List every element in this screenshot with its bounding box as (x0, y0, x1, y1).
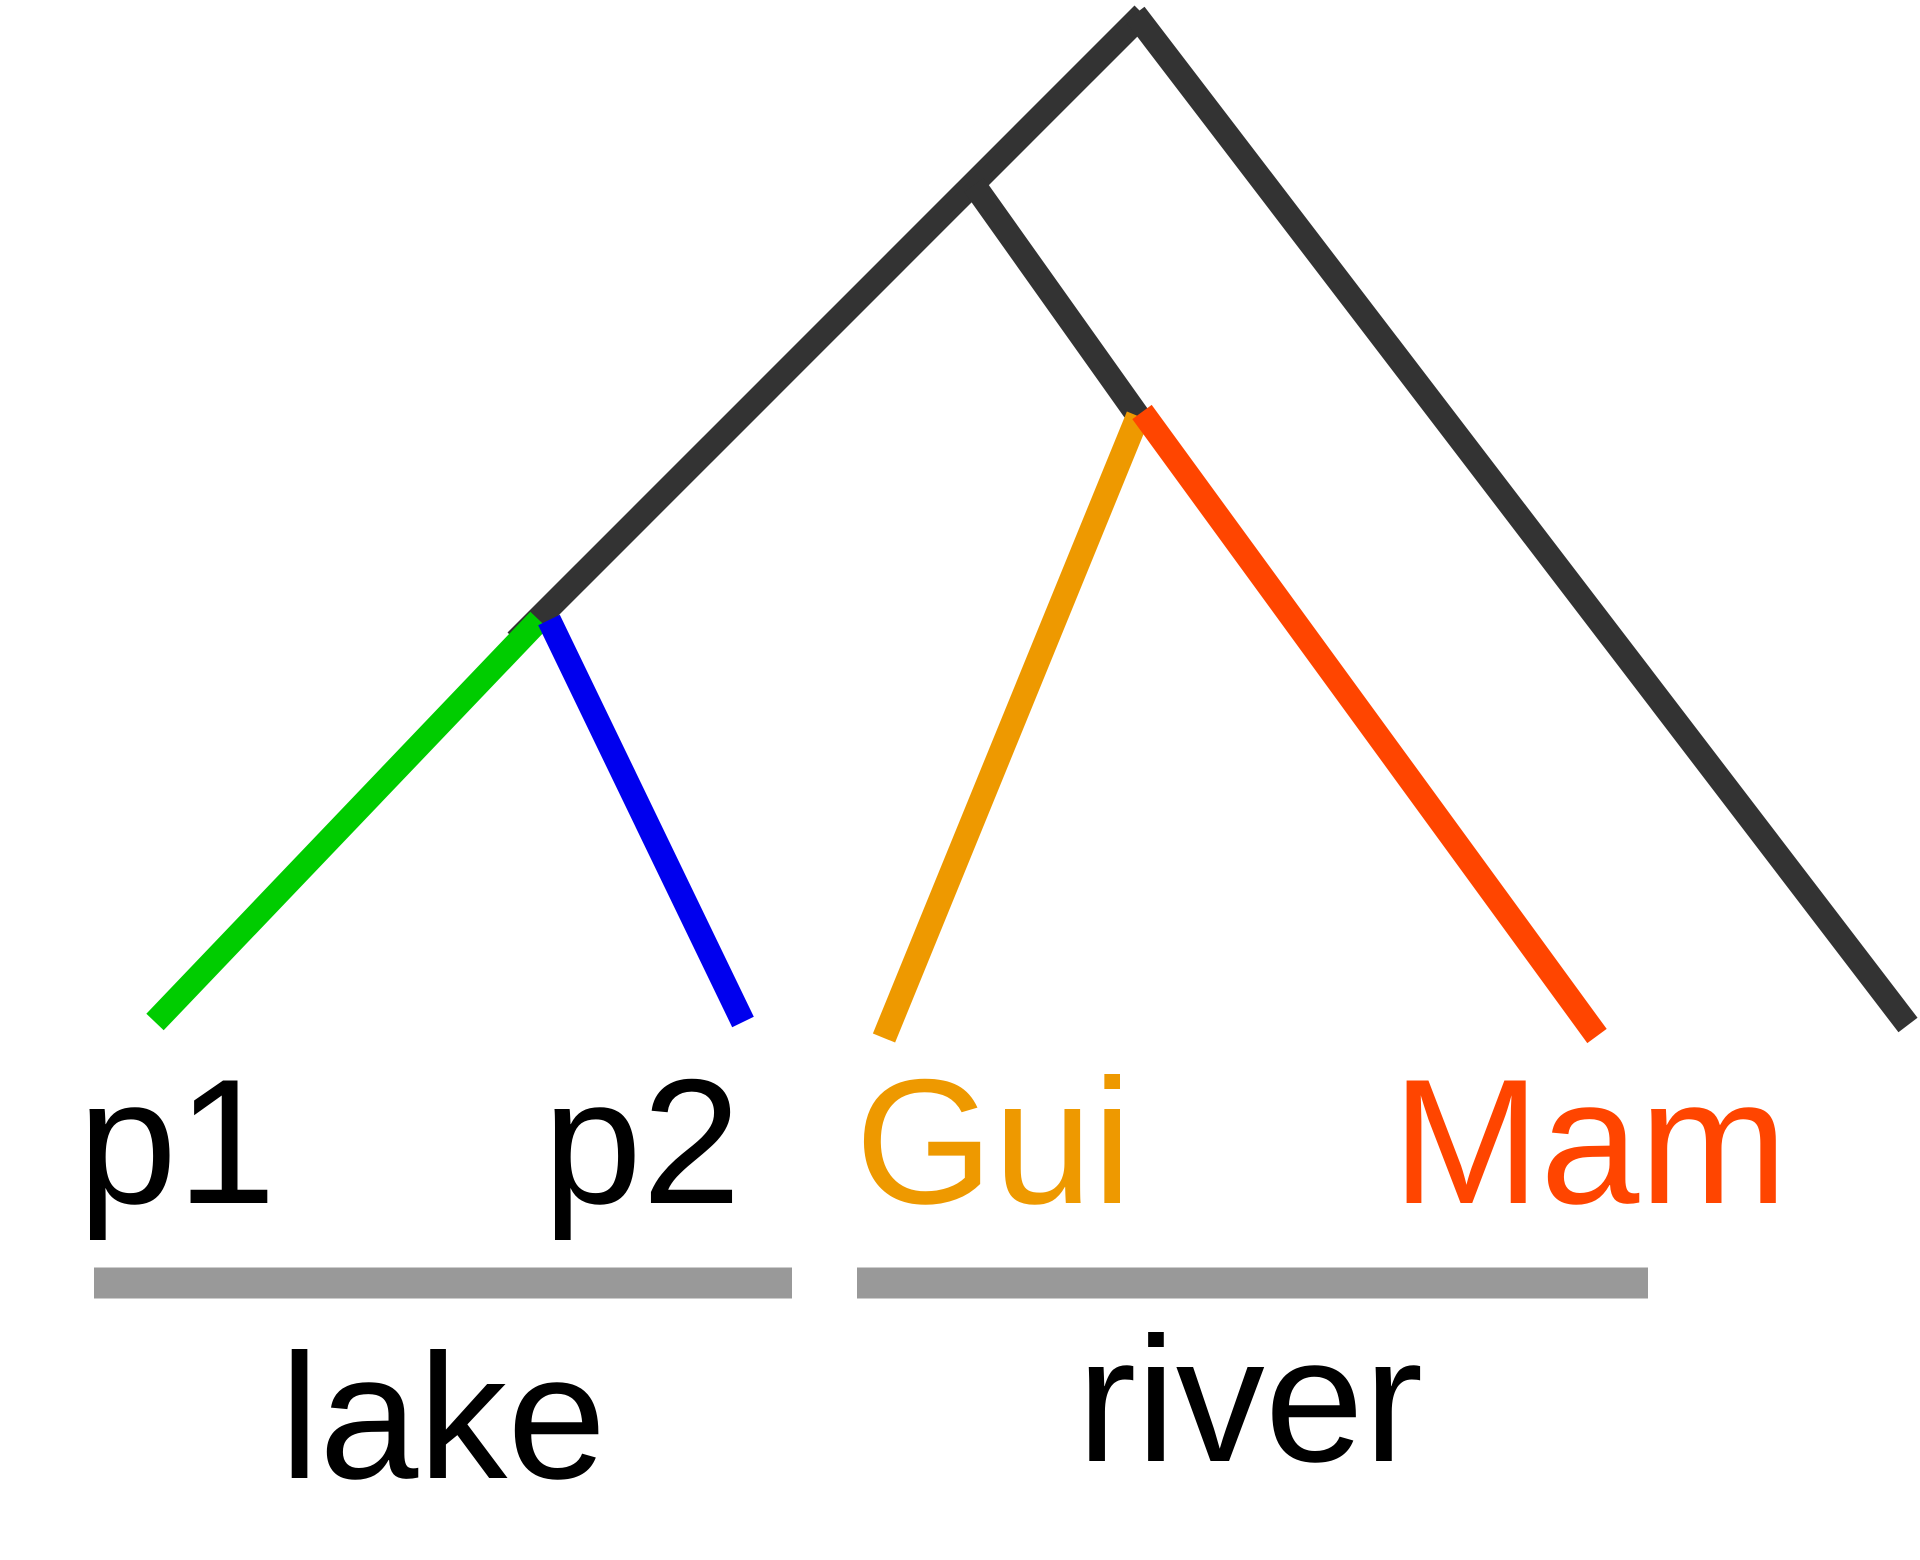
group-label-lake: lake (280, 1317, 607, 1516)
leaf-label-gui: Gui (855, 1042, 1132, 1241)
leaf-label-mam: Mam (1392, 1042, 1788, 1241)
branch-to-river-node (964, 178, 1151, 427)
branch-gui (872, 411, 1150, 1043)
group-label-river: river (1077, 1300, 1423, 1499)
leaf-label-p2: p2 (543, 1042, 741, 1241)
leaf-label-p1: p1 (78, 1042, 276, 1241)
branch-root-to-outgroup (1125, 6, 1918, 1033)
branch-p2 (538, 614, 754, 1028)
branch-mam (1132, 404, 1607, 1044)
branch-p1 (146, 611, 548, 1031)
branch-root-to-lake-node (507, 5, 1152, 650)
